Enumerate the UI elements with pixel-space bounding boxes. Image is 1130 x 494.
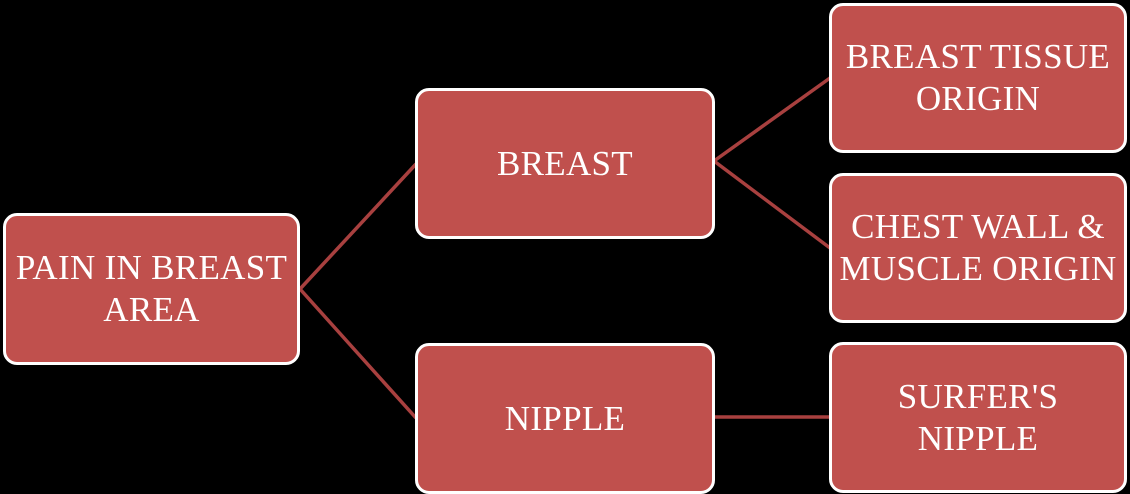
node-label-line: BREAST TISSUE (845, 37, 1111, 76)
node-chest-wall-muscle-origin: CHEST WALL & MUSCLE ORIGIN (829, 173, 1127, 323)
node-label: NIPPLE (505, 398, 625, 440)
node-breast-tissue-origin: BREAST TISSUE ORIGIN (829, 3, 1127, 153)
node-label: CHEST WALL & MUSCLE ORIGIN (839, 206, 1116, 290)
node-label-line: NIPPLE (917, 418, 1039, 458)
node-label: SURFER'S NIPPLE (898, 376, 1058, 460)
node-nipple: NIPPLE (415, 343, 715, 494)
node-label: BREAST TISSUE ORIGIN (846, 36, 1110, 120)
node-label-line: PAIN IN BREAST (15, 248, 288, 287)
connector-root-to-nipple (298, 287, 418, 420)
node-label-line: BREAST (497, 143, 633, 183)
node-label-line: CHEST WALL & (851, 207, 1105, 246)
node-label-line: NIPPLE (504, 398, 626, 438)
connector-root-to-breast (298, 162, 418, 291)
connector-breast-to-tissue (712, 76, 832, 163)
connector-breast-to-chest (712, 159, 832, 250)
node-label-line: AREA (103, 290, 200, 329)
node-label: BREAST (497, 143, 633, 185)
node-label-line: ORIGIN (915, 79, 1041, 118)
node-pain-in-breast-area: PAIN IN BREAST AREA (3, 213, 300, 365)
node-label-line: MUSCLE ORIGIN (839, 249, 1117, 288)
node-label: PAIN IN BREAST AREA (16, 247, 287, 331)
node-surfers-nipple: SURFER'S NIPPLE (829, 342, 1127, 493)
node-label-line: SURFER'S (897, 376, 1059, 416)
node-breast: BREAST (415, 88, 715, 239)
